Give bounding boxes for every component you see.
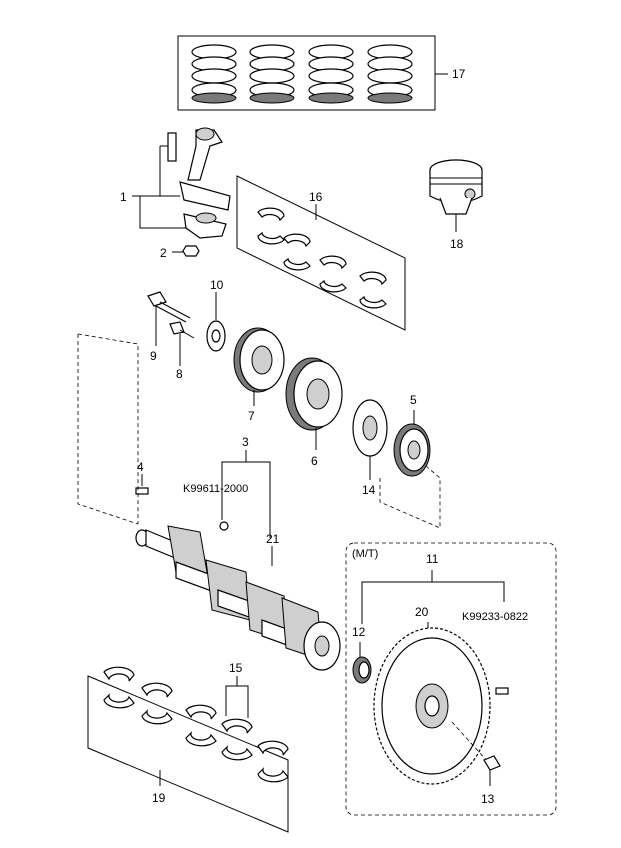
flywheel-dowel [495,687,509,695]
connecting-rod-group: 1 2 [120,127,231,260]
rod-bearing-pair-4 [359,271,387,309]
pulleys-group: 7 6 [233,327,343,468]
callout-7: 7 [248,409,255,423]
label-mt: (M/T) [352,548,378,560]
main-bearings-group: 15 19 [87,661,289,833]
callout-14: 14 [362,483,376,497]
callout-1: 1 [120,190,127,204]
callout-15: 15 [229,661,243,675]
pulley-bolts-group: 9 8 10 [147,278,226,381]
piston-ring-set-4 [367,44,413,104]
callout-2: 2 [160,246,167,260]
key-group: 4 3 K99611-2000 [135,435,271,538]
bolt-8-head [169,321,185,335]
piston-group: 18 [429,159,483,251]
callout-6: 6 [311,454,318,468]
callout-9: 9 [150,349,157,363]
crankshaft-group: 21 [77,333,341,671]
woodruff-key [135,487,149,495]
part-number-k99233: K99233-0822 [462,611,528,623]
callout-21: 21 [266,532,280,546]
rod-bearing-pair-1 [257,207,285,245]
sprocket-group: 14 5 [352,393,441,529]
rod-bolt [167,132,177,162]
piston-ring-set-1 [191,44,237,104]
rod-bearing-pair-2 [283,233,311,271]
callout-5: 5 [410,393,417,407]
rod-bearings-group: 16 [236,175,406,331]
piston-rings-frame [177,35,436,111]
callout-18: 18 [450,237,464,251]
callout-13: 13 [481,792,495,806]
rod-small-end [187,129,223,181]
rod-bearing-pair-3 [319,255,347,293]
callout-10: 10 [210,278,224,292]
callout-19: 19 [152,791,166,805]
o-ring [219,521,229,531]
rod-cap [183,213,227,239]
callout-3: 3 [242,435,249,449]
part-number-k99611: K99611-2000 [183,483,248,495]
callout-20: 20 [415,605,429,619]
callout-16: 16 [309,190,323,204]
callout-8: 8 [176,367,183,381]
flywheel-group: (M/T) 11 20 K99233-0822 12 13 [345,542,557,816]
piston-rings-group: 17 [177,35,466,111]
piston-ring-set-3 [308,44,354,104]
callout-11: 11 [426,552,439,566]
flywheel-bolt [483,755,501,771]
piston-ring-set-2 [249,44,295,104]
main-bearings-frame [87,675,289,833]
callout-4: 4 [137,460,144,474]
rod-nut [182,245,200,257]
rod-bearings-frame [236,175,406,331]
callout-12: 12 [352,625,366,639]
rod-big-end [179,181,231,211]
callout-17: 17 [452,67,466,81]
